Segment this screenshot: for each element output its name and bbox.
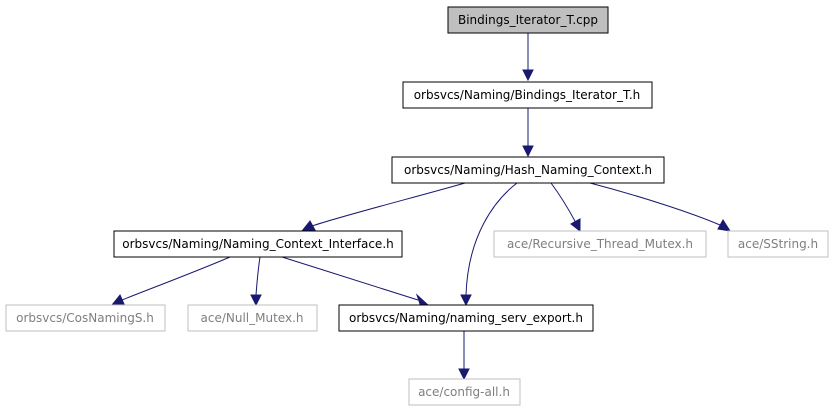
edge-bindings-iterator-h-to-hash-naming-context bbox=[522, 108, 534, 158]
node-null-mutex-h[interactable]: ace/Null_Mutex.h bbox=[187, 304, 318, 332]
edge-naming-context-interface-to-null-mutex bbox=[250, 256, 262, 307]
edge-hash-naming-context-to-sstring bbox=[589, 182, 732, 232]
node-label: Bindings_Iterator_T.cpp bbox=[458, 13, 598, 27]
edge-naming-serv-export-to-config-all bbox=[458, 331, 470, 381]
node-label: orbsvcs/Naming/Bindings_Iterator_T.h bbox=[414, 88, 641, 102]
node-naming-context-interface-h[interactable]: orbsvcs/Naming/Naming_Context_Interface.… bbox=[113, 230, 403, 258]
node-sstring-h[interactable]: ace/SString.h bbox=[727, 230, 829, 258]
node-label: orbsvcs/CosNamingS.h bbox=[16, 311, 154, 325]
node-bindings-iterator-h[interactable]: orbsvcs/Naming/Bindings_Iterator_T.h bbox=[402, 81, 653, 109]
node-label: orbsvcs/Naming/Hash_Naming_Context.h bbox=[404, 163, 652, 177]
node-label: orbsvcs/Naming/Naming_Context_Interface.… bbox=[122, 237, 394, 251]
edge-hash-naming-context-to-naming-serv-export bbox=[460, 182, 518, 307]
node-label: ace/config-all.h bbox=[418, 385, 510, 399]
node-label: ace/Null_Mutex.h bbox=[201, 311, 304, 325]
edges bbox=[110, 33, 732, 381]
node-label: ace/Recursive_Thread_Mutex.h bbox=[507, 237, 693, 251]
edge-hash-naming-context-to-recursive-thread-mutex bbox=[550, 182, 581, 233]
edge-cpp-to-bindings-iterator-h bbox=[522, 33, 534, 82]
edge-naming-context-interface-to-cosnamings bbox=[110, 256, 231, 306]
edge-hash-naming-context-to-naming-context-interface bbox=[300, 182, 466, 232]
node-hash-naming-context-h[interactable]: orbsvcs/Naming/Hash_Naming_Context.h bbox=[391, 156, 665, 184]
node-config-all-h[interactable]: ace/config-all.h bbox=[408, 378, 521, 406]
edge-naming-context-interface-to-naming-serv-export bbox=[281, 256, 430, 306]
node-bindings-iterator-cpp[interactable]: Bindings_Iterator_T.cpp bbox=[447, 6, 609, 34]
node-naming-serv-export-h[interactable]: orbsvcs/Naming/naming_serv_export.h bbox=[338, 304, 594, 332]
node-cosnamings-h[interactable]: orbsvcs/CosNamingS.h bbox=[5, 304, 166, 332]
node-label: ace/SString.h bbox=[738, 237, 818, 251]
node-recursive-thread-mutex-h[interactable]: ace/Recursive_Thread_Mutex.h bbox=[493, 230, 707, 258]
node-label: orbsvcs/Naming/naming_serv_export.h bbox=[349, 311, 583, 325]
